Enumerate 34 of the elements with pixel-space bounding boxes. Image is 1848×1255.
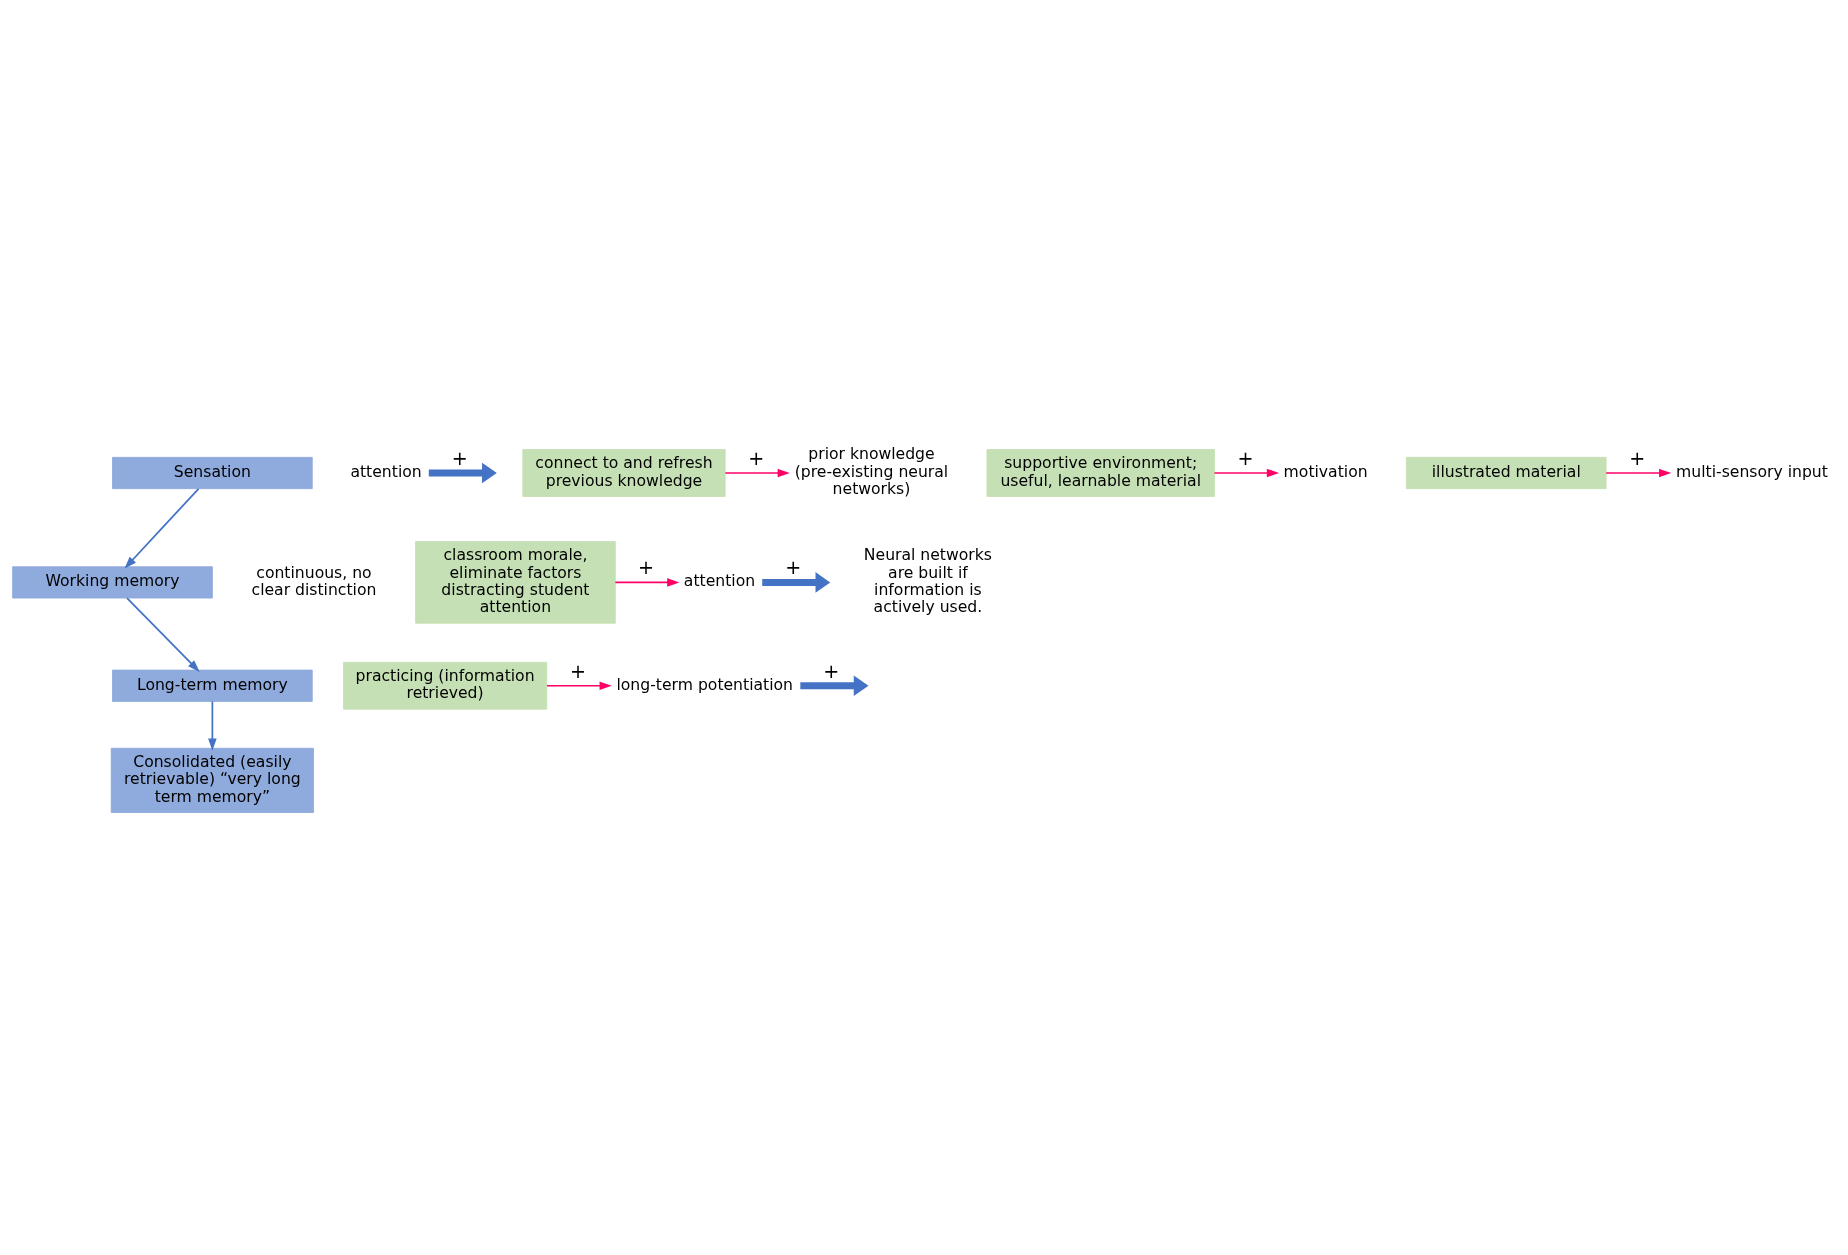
node-text: long-term potentiation [616,674,793,694]
node-text: motivation [1283,461,1368,481]
arrow [428,462,497,483]
node-box: Consolidated (easily retrievable) “very long term memory” [110,747,314,813]
node-box: Long-term memory [112,669,313,702]
node-box: practicing (information retrieved) [343,661,548,710]
label: Neural networks are built if information is actively used. [863,544,992,616]
edge-label: + [748,446,765,470]
node-box: Working memory [12,565,213,598]
edge-label: + [569,659,586,683]
edge-label: + [785,555,802,579]
edge-label: + [451,446,468,470]
arrow [1213,468,1279,477]
arrow [614,577,680,587]
edge-label: + [823,659,840,683]
node-box: illustrated material [1405,456,1607,489]
edge-label: + [1629,446,1646,470]
node-box: supportive environment; useful, learnable material [986,448,1215,497]
arrow [1605,468,1672,477]
edge-label: + [638,555,655,579]
edge-label: + [1237,446,1254,470]
node-text: prior knowledge (pre-existing neural networks) [794,443,949,498]
arrow [124,487,200,569]
arrow [724,468,790,477]
node-box: Sensation [112,456,313,489]
node-box: classroom morale, eliminate factors distracting student attention [415,540,616,624]
node-text: multi-sensory input [1676,461,1828,481]
arrow [546,681,612,690]
node-text: attention [683,570,756,590]
arrow [208,700,217,751]
label: continuous, no clear distinction [251,562,377,599]
node-text: attention [350,461,422,481]
arrow [126,596,200,672]
node-box: connect to and refresh previous knowledge [522,448,726,497]
